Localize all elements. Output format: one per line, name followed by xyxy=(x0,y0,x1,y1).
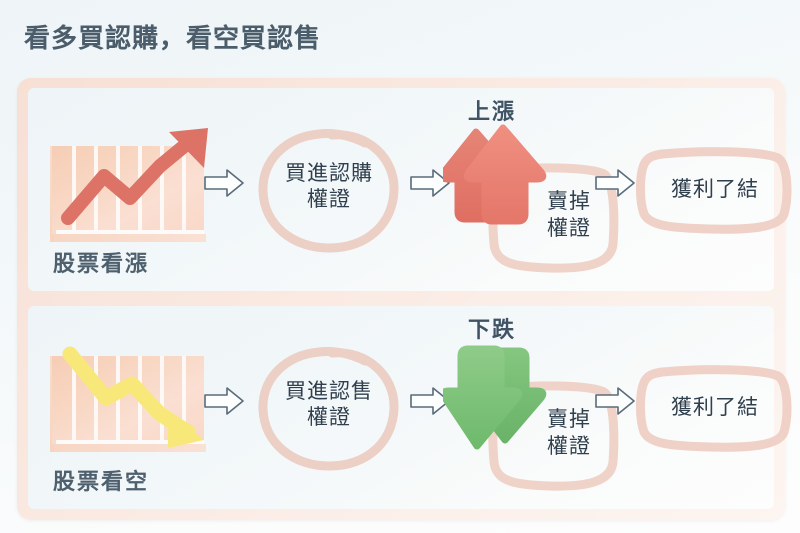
bullish-chart xyxy=(50,128,208,250)
bearish-sell-line2: 權證 xyxy=(547,434,591,459)
chart-baseline-inner xyxy=(56,230,204,234)
bullish-chart-label: 股票看漲 xyxy=(53,252,150,277)
bullish-circle-text: 買進認購 權證 xyxy=(257,160,401,212)
bearish-direction-label: 下跌 xyxy=(468,318,517,343)
bullish-sell-line2: 權證 xyxy=(547,216,591,241)
connector-arrow-3-bearish xyxy=(593,384,637,418)
connector-arrow-1-bearish xyxy=(202,384,246,418)
bullish-sell-line1: 賣掉 xyxy=(547,189,591,213)
page-title: 看多買認購，看空買認售 xyxy=(24,24,322,54)
double-down-arrow-icon xyxy=(439,336,547,450)
bearish-sell-line1: 賣掉 xyxy=(547,407,591,431)
bearish-circle-text: 買進認售 權證 xyxy=(257,378,401,430)
connector-arrow-2-bullish xyxy=(408,166,452,200)
double-up-arrow-icon xyxy=(438,122,547,234)
bullish-direction-label: 上漲 xyxy=(468,100,517,125)
connector-arrow-2-bearish xyxy=(408,384,452,418)
bearish-chart xyxy=(50,346,206,460)
bearish-sell-box-text: 賣掉 權證 xyxy=(514,406,624,461)
chart-baseline-inner xyxy=(56,440,204,444)
chart-axis-bottom xyxy=(54,444,206,452)
bullish-circle-line2: 權證 xyxy=(307,187,351,212)
bullish-circle-line1: 買進認購 xyxy=(285,161,373,185)
bullish-row-panel: 股票看漲 買進認購 權證 xyxy=(28,88,792,291)
trend-down-arrow-icon xyxy=(48,340,238,460)
bullish-profit-box[interactable] xyxy=(636,147,794,234)
chart-axis-bottom xyxy=(54,234,206,242)
bearish-circle-line1: 買進認售 xyxy=(285,379,373,403)
trend-up-arrow-icon xyxy=(48,122,238,242)
bearish-chart-label: 股票看空 xyxy=(53,470,150,495)
bullish-buy-call-circle[interactable] xyxy=(257,128,401,254)
connector-arrow-3-bullish xyxy=(593,166,637,200)
bearish-buy-put-circle[interactable] xyxy=(257,346,401,472)
bearish-profit-text: 獲利了結 xyxy=(671,395,759,419)
bearish-circle-line2: 權證 xyxy=(307,405,351,430)
bearish-profit-box[interactable] xyxy=(636,365,794,452)
bullish-sell-box-text: 賣掉 權證 xyxy=(514,188,624,243)
connector-arrow-1-bullish xyxy=(202,166,246,200)
diagram-frame: 股票看漲 買進認購 權證 xyxy=(17,78,792,520)
bearish-row-panel: 股票看空 買進認售 權證 xyxy=(28,306,792,509)
bullish-profit-text: 獲利了結 xyxy=(671,177,759,201)
